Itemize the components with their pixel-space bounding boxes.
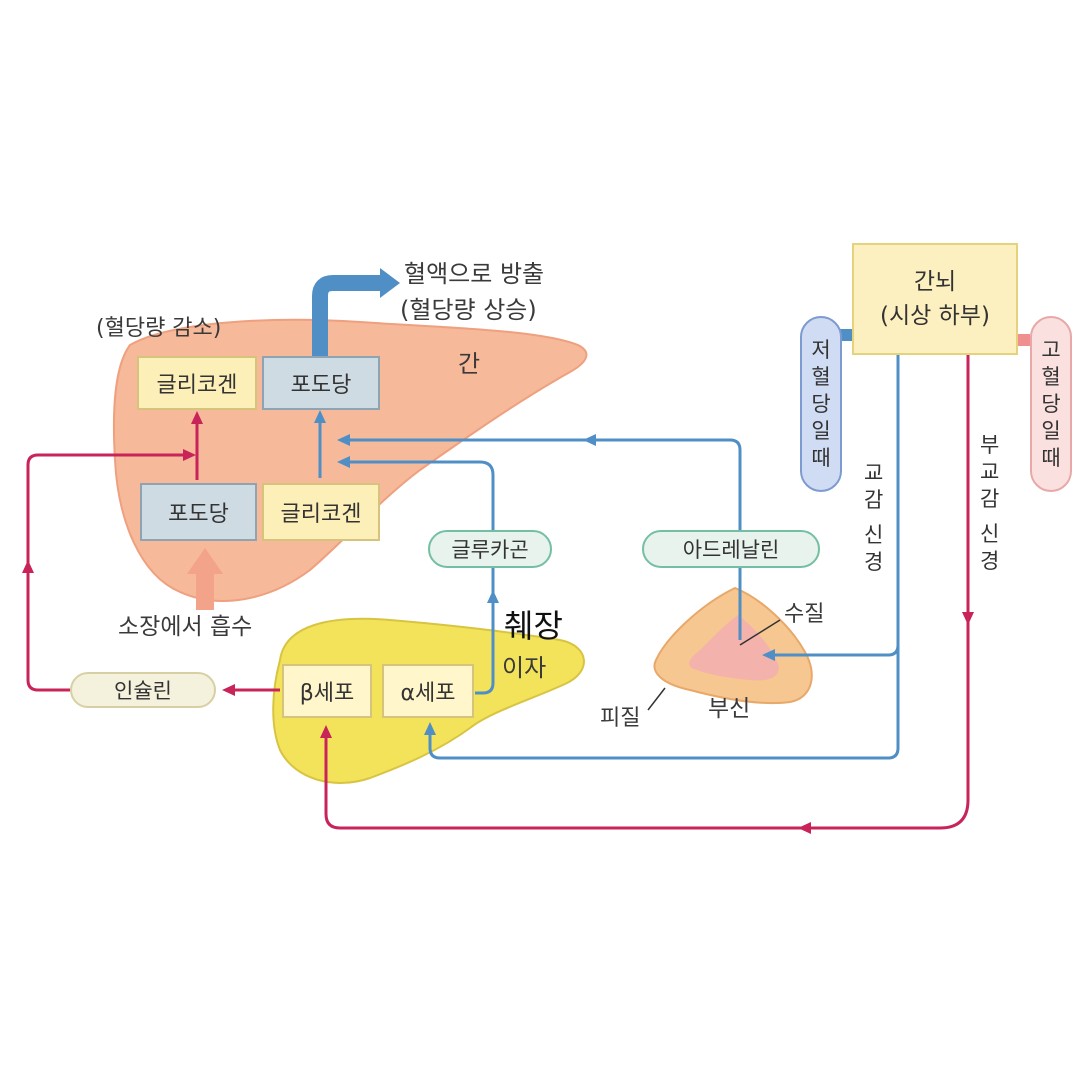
- pancreas-label: 이자: [502, 654, 547, 682]
- adrenaline-pill: 아드레날린: [642, 530, 820, 568]
- glucagon-pill: 글루카곤: [428, 530, 552, 568]
- medulla-label: 수질: [784, 602, 825, 627]
- glucose-box-top: 포도당: [262, 356, 380, 410]
- sympathetic-to-alpha-cell: [428, 645, 900, 760]
- liver-label: 간: [458, 350, 481, 378]
- glycogen-box-top: 글리코겐: [137, 356, 257, 410]
- glucagon-to-liver: [345, 460, 495, 695]
- beta-cell-box: β세포: [282, 664, 372, 718]
- adrenaline-to-liver: [345, 438, 742, 640]
- glycogen-box-bottom: 글리코겐: [262, 483, 380, 541]
- hypothalamus-box: 간뇌 (시상 하부): [852, 243, 1018, 355]
- release-label-line1: 혈액으로 방출: [404, 260, 545, 288]
- cortex-label: 피질: [600, 706, 641, 731]
- hypothalamus-line2: (시상 하부): [880, 303, 990, 329]
- pancreas-handwritten-label: 췌장: [504, 607, 563, 645]
- insulin-pill: 인슐린: [70, 672, 216, 708]
- low-glucose-pill: 저 혈 당 일 때: [800, 316, 842, 492]
- sympathetic-nerve-label: 교 감 신 경: [864, 461, 884, 574]
- adrenal-medulla: [689, 615, 779, 681]
- hypothalamus-line1: 간뇌: [913, 269, 957, 295]
- adrenal-label: 부신: [708, 696, 751, 722]
- release-label-line2: (혈당량 상승): [400, 296, 537, 324]
- glucose-box-bottom: 포도당: [140, 483, 257, 541]
- decrease-label: (혈당량 감소): [96, 316, 222, 341]
- high-glucose-pill: 고 혈 당 일 때: [1030, 316, 1072, 492]
- parasympathetic-nerve-label: 부 교 감 신 경: [980, 433, 1000, 573]
- release-arrow: [312, 275, 382, 356]
- alpha-cell-box: α세포: [382, 664, 474, 718]
- parasympathetic-to-beta-cell: [324, 345, 970, 830]
- intestine-label: 소장에서 흡수: [118, 614, 253, 640]
